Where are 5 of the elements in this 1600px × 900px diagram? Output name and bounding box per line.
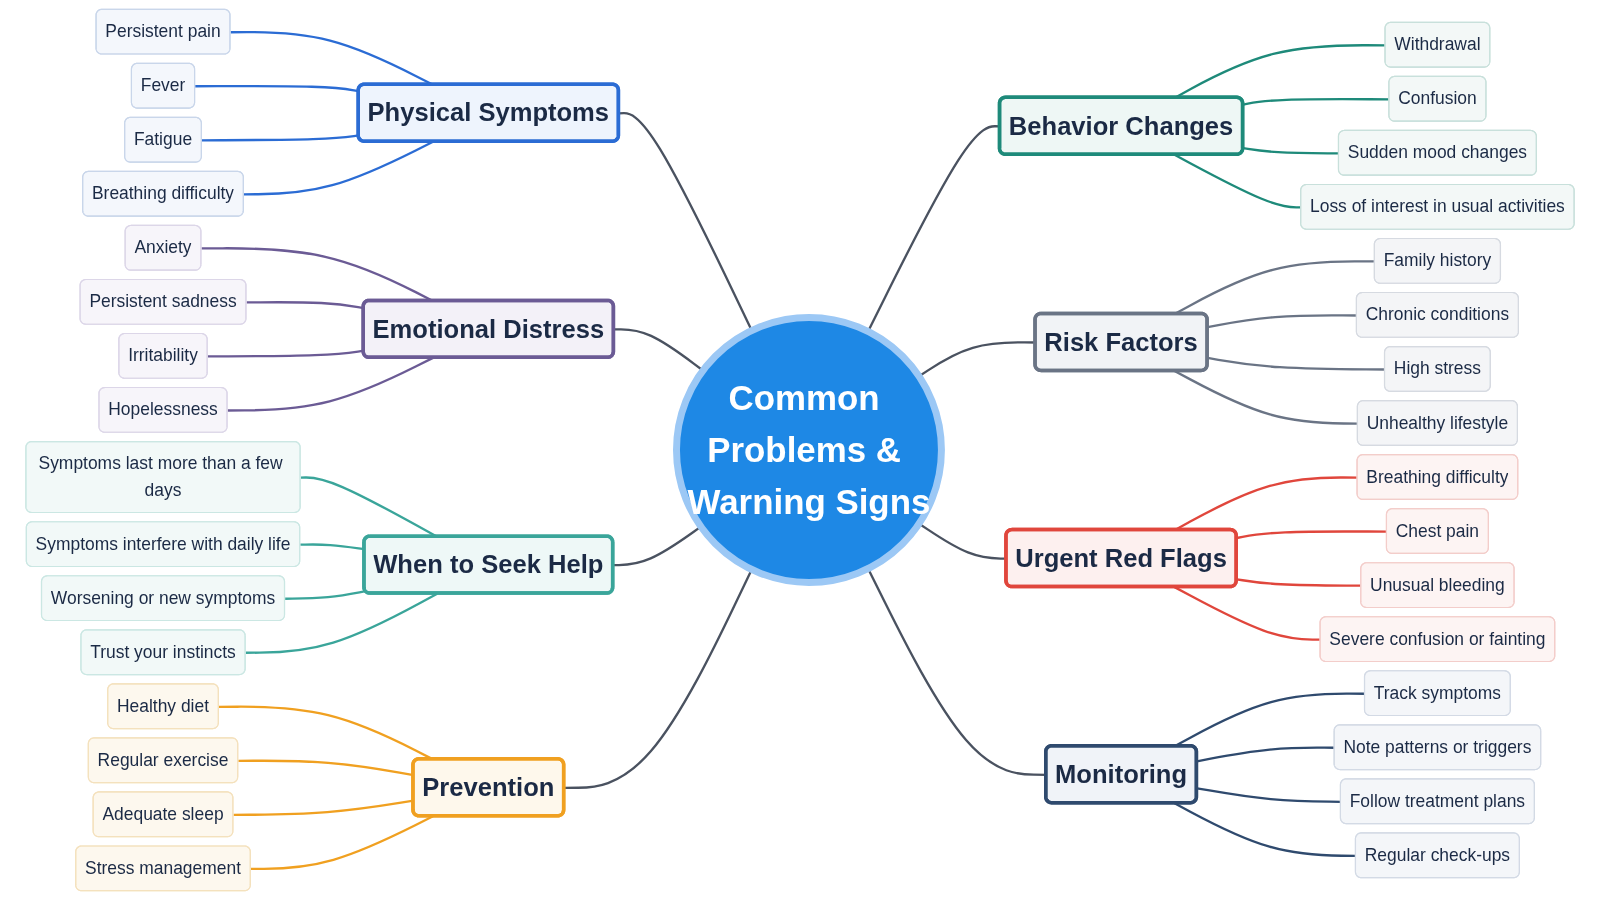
connector — [245, 592, 438, 654]
connector — [1174, 586, 1321, 641]
connector — [201, 134, 359, 142]
connector — [250, 815, 434, 871]
connector — [285, 590, 366, 600]
